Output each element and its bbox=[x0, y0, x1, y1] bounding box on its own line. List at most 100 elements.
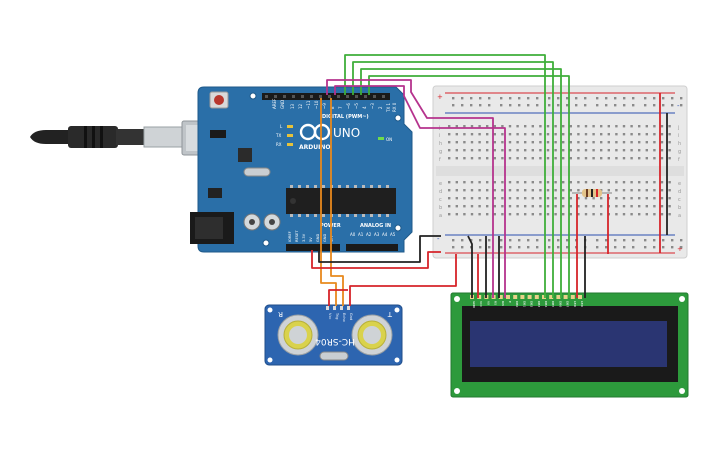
breadboard-hole[interactable] bbox=[638, 141, 641, 144]
breadboard-hole[interactable] bbox=[622, 181, 626, 184]
breadboard-hole[interactable] bbox=[501, 181, 504, 184]
breadboard-hole[interactable] bbox=[645, 141, 648, 144]
breadboard-hole[interactable] bbox=[575, 97, 578, 100]
breadboard-hole[interactable] bbox=[622, 149, 626, 152]
breadboard-hole[interactable] bbox=[548, 104, 551, 107]
breadboard-hole[interactable] bbox=[554, 133, 557, 136]
breadboard-hole[interactable] bbox=[562, 141, 565, 144]
breadboard-hole[interactable] bbox=[569, 125, 572, 128]
breadboard-hole[interactable] bbox=[557, 246, 560, 249]
breadboard-hole[interactable] bbox=[486, 213, 489, 216]
breadboard-hole[interactable] bbox=[660, 189, 664, 192]
breadboard-hole[interactable] bbox=[592, 157, 595, 160]
breadboard-hole[interactable] bbox=[536, 97, 539, 100]
breadboard-hole[interactable] bbox=[596, 246, 599, 249]
breadboard-hole[interactable] bbox=[455, 181, 458, 184]
breadboard-hole[interactable] bbox=[615, 213, 618, 216]
breadboard-hole[interactable] bbox=[518, 246, 521, 249]
breadboard-hole[interactable] bbox=[500, 97, 503, 100]
breadboard-hole[interactable] bbox=[645, 149, 648, 152]
breadboard-hole[interactable] bbox=[486, 189, 489, 192]
breadboard-hole[interactable] bbox=[645, 181, 648, 184]
breadboard-hole[interactable] bbox=[479, 104, 482, 107]
breadboard-hole[interactable] bbox=[539, 157, 542, 160]
breadboard-hole[interactable] bbox=[531, 133, 534, 136]
breadboard-hole[interactable] bbox=[516, 141, 519, 144]
breadboard-hole[interactable] bbox=[470, 141, 474, 144]
breadboard-hole[interactable] bbox=[524, 189, 527, 192]
breadboard-hole[interactable] bbox=[592, 125, 595, 128]
breadboard-hole[interactable] bbox=[524, 125, 527, 128]
breadboard-hole[interactable] bbox=[452, 246, 455, 249]
breadboard-hole[interactable] bbox=[500, 104, 503, 107]
breadboard-hole[interactable] bbox=[668, 133, 671, 136]
breadboard-hole[interactable] bbox=[527, 97, 530, 100]
breadboard-hole[interactable] bbox=[548, 97, 551, 100]
breadboard-hole[interactable] bbox=[557, 239, 560, 242]
breadboard-hole[interactable] bbox=[584, 157, 588, 160]
breadboard-hole[interactable] bbox=[524, 205, 527, 208]
breadboard-hole[interactable] bbox=[577, 133, 580, 136]
breadboard-hole[interactable] bbox=[566, 104, 569, 107]
breadboard-hole[interactable] bbox=[600, 157, 603, 160]
hc-sr04-sensor[interactable]: HC-SR04 R T Vcc Trig Echo Gnd bbox=[264, 304, 403, 366]
breadboard-hole[interactable] bbox=[569, 205, 572, 208]
breadboard-hole[interactable] bbox=[516, 149, 519, 152]
breadboard-hole[interactable] bbox=[536, 239, 539, 242]
breadboard-hole[interactable] bbox=[660, 197, 664, 200]
breadboard-hole[interactable] bbox=[478, 213, 481, 216]
breadboard-hole[interactable] bbox=[470, 213, 474, 216]
breadboard-hole[interactable] bbox=[623, 239, 626, 242]
breadboard-hole[interactable] bbox=[680, 246, 683, 249]
breadboard-hole[interactable] bbox=[461, 97, 464, 100]
breadboard-hole[interactable] bbox=[500, 239, 503, 242]
breadboard-hole[interactable] bbox=[470, 181, 474, 184]
breadboard-hole[interactable] bbox=[531, 149, 534, 152]
breadboard-hole[interactable] bbox=[638, 205, 641, 208]
breadboard-hole[interactable] bbox=[508, 149, 512, 152]
breadboard-hole[interactable] bbox=[622, 205, 626, 208]
breadboard-hole[interactable] bbox=[615, 157, 618, 160]
breadboard-hole[interactable] bbox=[660, 133, 664, 136]
breadboard-hole[interactable] bbox=[569, 197, 572, 200]
breadboard-hole[interactable] bbox=[531, 157, 534, 160]
breadboard-hole[interactable] bbox=[470, 125, 474, 128]
breadboard-hole[interactable] bbox=[680, 97, 683, 100]
breadboard-hole[interactable] bbox=[448, 133, 451, 136]
breadboard-hole[interactable] bbox=[455, 149, 458, 152]
breadboard-hole[interactable] bbox=[614, 97, 617, 100]
breadboard-hole[interactable] bbox=[615, 133, 618, 136]
breadboard-hole[interactable] bbox=[539, 149, 542, 152]
breadboard-hole[interactable] bbox=[584, 104, 587, 107]
breadboard-hole[interactable] bbox=[668, 181, 671, 184]
breadboard-hole[interactable] bbox=[470, 97, 473, 100]
breadboard-hole[interactable] bbox=[653, 213, 656, 216]
breadboard-hole[interactable] bbox=[524, 181, 527, 184]
breadboard-hole[interactable] bbox=[531, 141, 534, 144]
breadboard-hole[interactable] bbox=[501, 125, 504, 128]
breadboard-hole[interactable] bbox=[630, 149, 633, 152]
breadboard[interactable]: + - - + j i h g f e d c b a j i h g f e … bbox=[432, 85, 688, 259]
breadboard-hole[interactable] bbox=[630, 197, 633, 200]
breadboard-hole[interactable] bbox=[554, 157, 557, 160]
breadboard-hole[interactable] bbox=[539, 213, 542, 216]
breadboard-hole[interactable] bbox=[557, 104, 560, 107]
breadboard-hole[interactable] bbox=[600, 149, 603, 152]
breadboard-hole[interactable] bbox=[622, 133, 626, 136]
breadboard-hole[interactable] bbox=[632, 239, 635, 242]
breadboard-hole[interactable] bbox=[671, 97, 674, 100]
breadboard-hole[interactable] bbox=[680, 239, 683, 242]
breadboard-hole[interactable] bbox=[632, 104, 635, 107]
lcd-pin[interactable] bbox=[578, 295, 582, 299]
breadboard-hole[interactable] bbox=[501, 205, 504, 208]
breadboard-hole[interactable] bbox=[548, 246, 551, 249]
breadboard-hole[interactable] bbox=[501, 149, 504, 152]
breadboard-hole[interactable] bbox=[605, 246, 608, 249]
breadboard-hole[interactable] bbox=[508, 125, 512, 128]
breadboard-hole[interactable] bbox=[668, 197, 671, 200]
breadboard-hole[interactable] bbox=[653, 239, 656, 242]
breadboard-hole[interactable] bbox=[605, 104, 608, 107]
breadboard-hole[interactable] bbox=[455, 189, 458, 192]
analog-pin-header[interactable] bbox=[346, 244, 398, 251]
